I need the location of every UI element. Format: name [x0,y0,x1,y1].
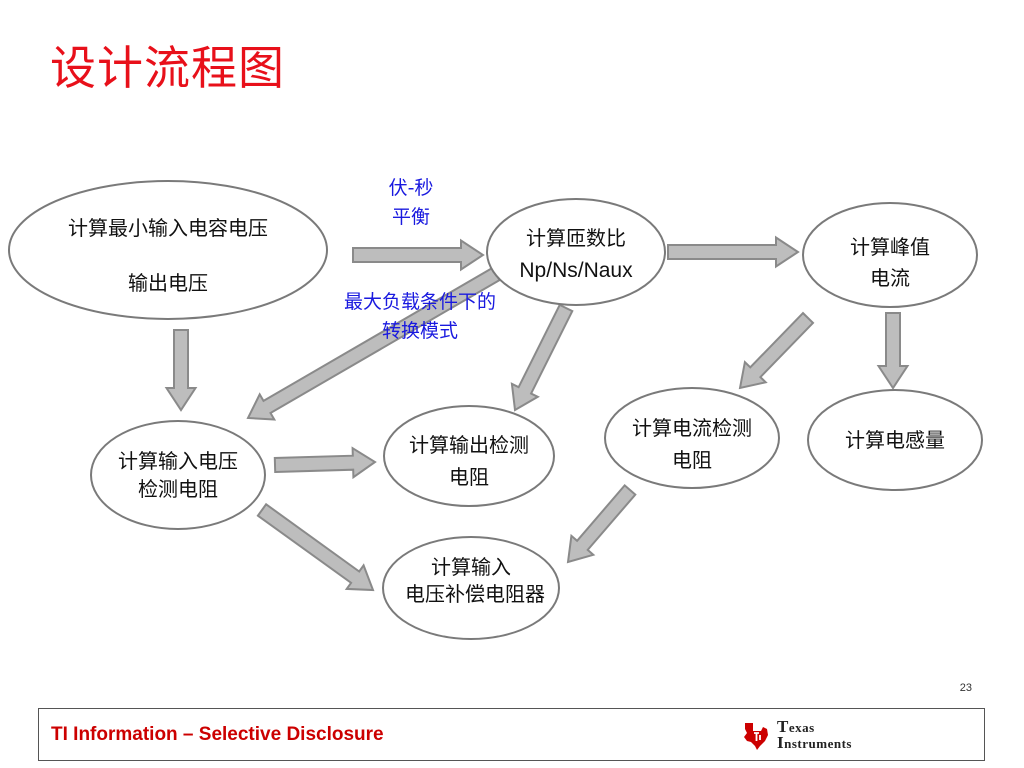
arrow-currentsense-to-comp [566,483,637,564]
arrow-turns-to-peak [667,235,800,269]
note-max-load-line1: 最大负载条件下的 [344,291,496,313]
arrow-inputsense-to-comp [256,502,375,592]
node-min-input-cap: 计算最小输入电容电压 输出电压 [8,180,328,320]
arrow-inputsense-to-outputsense [273,446,377,480]
node-output-sense: 计算输出检测 电阻 [383,405,555,507]
footer-bar: TI Information – Selective Disclosure Te… [38,708,985,761]
arrow-peak-to-inductance [876,312,910,390]
node-inductance: 计算电感量 [807,389,983,491]
node-current-sense-line2: 电阻 [672,448,712,472]
note-volt-second-line2: 平衡 [392,206,430,228]
arrow-peak-to-currentsense [738,311,815,390]
note-max-load-line2: 转换模式 [382,320,458,342]
node-input-voltage-sense-line2: 检测电阻 [138,477,218,501]
arrow-group [164,235,910,592]
node-current-sense-line1: 计算电流检测 [632,416,752,440]
slide-title: 设计流程图 [50,41,285,95]
arrow-mincap-to-turns [352,238,485,272]
node-input-voltage-sense: 计算输入电压 检测电阻 [90,420,266,530]
node-comp-resistor-line1: 计算输入 [431,555,511,579]
node-input-voltage-sense-line1: 计算输入电压 [118,449,238,473]
footer-disclosure-text: TI Information – Selective Disclosure [51,724,384,745]
node-peak-current-line1: 计算峰值 [850,235,930,259]
node-comp-resistor: 计算输入 电压补偿电阻器 [382,536,560,640]
note-volt-second-line1: 伏-秒 [389,177,434,199]
node-turns-ratio-line1: 计算匝数比 [526,226,626,250]
node-current-sense: 计算电流检测 电阻 [604,387,780,489]
node-turns-ratio-line2: Np/Ns/Naux [519,259,633,282]
flow-diagram: 计算最小输入电容电压 输出电压 计算匝数比 Np/Ns/Naux 计算峰值 电流… [8,177,983,640]
ti-wordmark-line2: Instruments [777,733,852,752]
arrow-turns-to-inputsense [246,266,501,421]
ti-wordmark-line1: Texas [777,717,815,736]
arrow-turns-to-outputsense [510,303,574,412]
note-max-load-mode: 最大负载条件下的 转换模式 [344,291,496,342]
node-peak-current: 计算峰值 电流 [802,202,978,308]
texas-state-icon [744,723,768,750]
ti-logo: Texas Instruments [741,714,852,756]
node-output-sense-line2: 电阻 [449,465,489,489]
note-volt-second-balance: 伏-秒 平衡 [389,177,434,228]
node-comp-resistor-line2: 电压补偿电阻器 [405,582,545,606]
node-peak-current-line2: 电流 [870,266,910,290]
node-inductance-line1: 计算电感量 [845,428,945,452]
arrow-mincap-to-inputsense [164,329,198,412]
node-output-sense-line1: 计算输出检测 [409,433,529,457]
page-number: 23 [959,682,972,694]
node-min-input-cap-line1: 计算最小输入电容电压 [68,216,268,240]
node-min-input-cap-line2: 输出电压 [128,271,208,295]
ti-wordmark: Texas Instruments [777,719,852,751]
node-turns-ratio: 计算匝数比 Np/Ns/Naux [486,198,666,306]
